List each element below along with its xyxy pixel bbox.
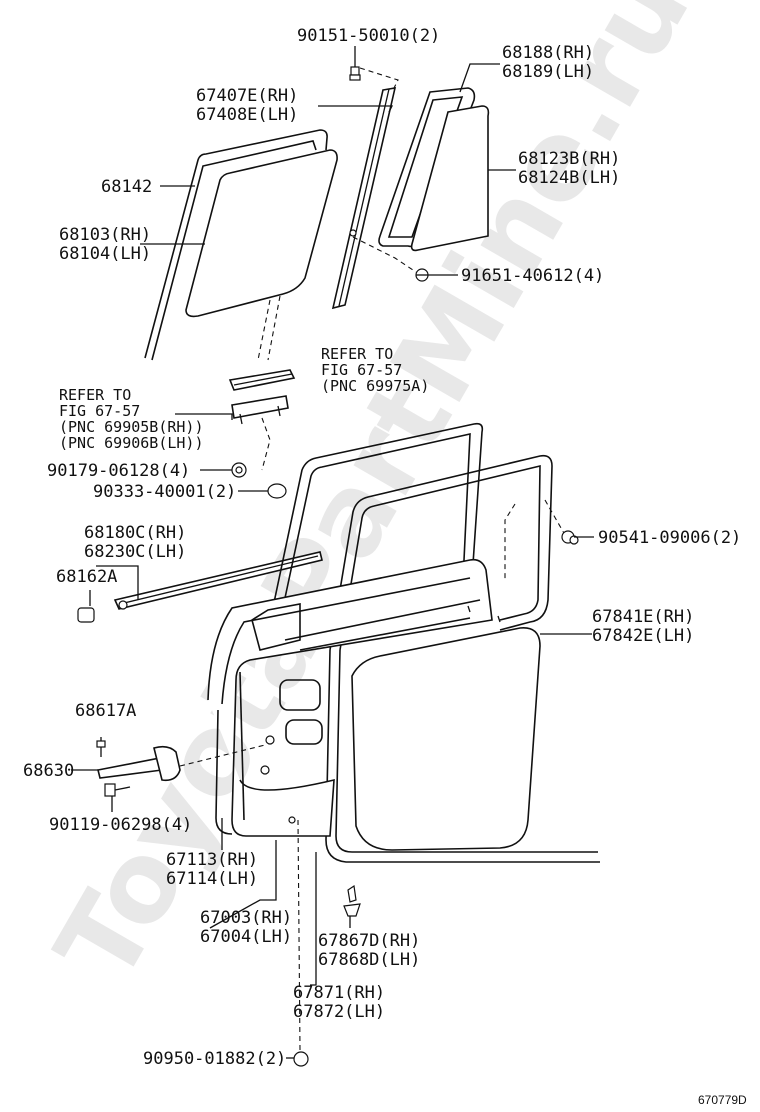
- figure-code: 670779D: [698, 1093, 747, 1107]
- door-weatherstrip-67871[interactable]: [325, 454, 600, 863]
- label-68188-rh: 68188(RH): [502, 43, 594, 63]
- label-67868d-lh: 67868D(LH): [318, 950, 420, 970]
- label-67842e-lh: 67842E(LH): [592, 626, 694, 646]
- glass-channel-lower[interactable]: [231, 395, 289, 471]
- label-91651-40612: 91651-40612(4): [461, 266, 604, 286]
- screw-91651[interactable]: [352, 236, 429, 282]
- nut-90179[interactable]: [231, 462, 247, 478]
- label-68230c-lh: 68230C(LH): [84, 542, 186, 562]
- label-67871-rh: 67871(RH): [293, 983, 385, 1003]
- label-refer-pnc-lh-2: (PNC 69906B(LH)): [59, 434, 204, 452]
- label-67408e-lh: 67408E(LH): [196, 105, 298, 125]
- label-67113-rh: 67113(RH): [166, 850, 258, 870]
- label-90950-01882: 90950-01882(2): [143, 1049, 286, 1069]
- label-67407e-rh: 67407E(RH): [196, 86, 298, 106]
- hole-plug-90333[interactable]: [267, 483, 287, 499]
- label-90119-06298: 90119-06298(4): [49, 815, 192, 835]
- label-68630: 68630: [23, 761, 74, 781]
- label-68104-lh: 68104(LH): [59, 244, 151, 264]
- bolt-90151[interactable]: [349, 60, 361, 81]
- pin-68617a[interactable]: [96, 737, 106, 757]
- label-90151-50010: 90151-50010(2): [297, 26, 440, 46]
- label-67114-lh: 67114(LH): [166, 869, 258, 889]
- label-67872-lh: 67872(LH): [293, 1002, 385, 1022]
- glass-channel-upper[interactable]: [228, 369, 296, 391]
- door-glass-run-68142[interactable]: [144, 129, 328, 361]
- belt-moulding-68180c[interactable]: [113, 551, 323, 610]
- door-glass-68103[interactable]: [185, 149, 338, 361]
- label-67867d-rh: 67867D(RH): [318, 931, 420, 951]
- label-90333-40001: 90333-40001(2): [93, 482, 236, 502]
- label-refer-fig-2: FIG 67-57: [59, 402, 140, 420]
- cushion-90541[interactable]: [561, 530, 579, 545]
- clip-67867d[interactable]: [343, 884, 361, 917]
- door-check-68630[interactable]: [97, 744, 266, 782]
- label-67003-rh: 67003(RH): [200, 908, 292, 928]
- label-refer-to-1: REFER TO: [321, 345, 393, 363]
- label-90179-06128: 90179-06128(4): [47, 461, 190, 481]
- label-refer-pnc-rh-2: (PNC 69905B(RH)): [59, 418, 204, 436]
- label-68180c-rh: 68180C(RH): [84, 523, 186, 543]
- service-hole-cover-67841e[interactable]: [351, 499, 566, 851]
- label-68123b-rh: 68123B(RH): [518, 149, 620, 169]
- label-68617a: 68617A: [75, 701, 136, 721]
- hole-plug-90950[interactable]: [293, 819, 309, 1067]
- label-refer-fig-1: FIG 67-57: [321, 361, 402, 379]
- label-68189-lh: 68189(LH): [502, 62, 594, 82]
- bolt-90119[interactable]: [104, 783, 131, 797]
- label-68162a: 68162A: [56, 567, 117, 587]
- label-68103-rh: 68103(RH): [59, 225, 151, 245]
- leader-lines: [71, 46, 594, 1059]
- quarter-glass-68123b[interactable]: [410, 105, 490, 252]
- label-refer-pnc-1: (PNC 69975A): [321, 377, 429, 395]
- door-panel-67003[interactable]: [207, 558, 501, 837]
- division-bar-67407e[interactable]: [331, 67, 399, 310]
- label-refer-to-2: REFER TO: [59, 386, 131, 404]
- label-68142: 68142: [101, 177, 152, 197]
- clip-68162a[interactable]: [77, 607, 95, 623]
- label-90541-09006: 90541-09006(2): [598, 528, 741, 548]
- label-68124b-lh: 68124B(LH): [518, 168, 620, 188]
- label-67004-lh: 67004(LH): [200, 927, 292, 947]
- door-frame-weatherstrip[interactable]: [271, 422, 484, 613]
- label-67841e-rh: 67841E(RH): [592, 607, 694, 627]
